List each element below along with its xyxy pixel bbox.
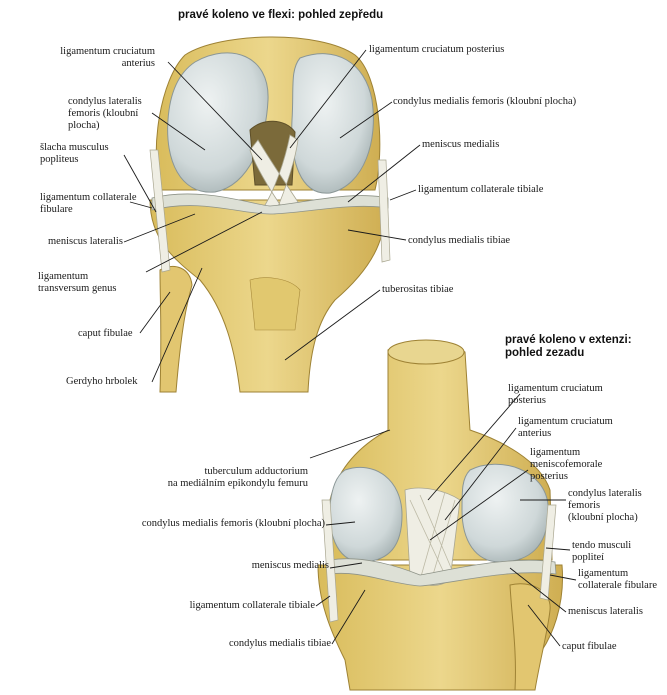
medial-condyle-bottom — [330, 467, 402, 562]
label-lig-collaterale-tibiale-top: ligamentum collaterale tibiale — [418, 184, 543, 196]
label-condylus-lateralis-femoris: condylus lateralis femoris (kloubní ploc… — [68, 96, 142, 132]
label-lig-cruciatum-anterius: ligamentum cruciatum anterius — [60, 46, 155, 70]
label-lig-transversum-genus: ligamentum transversum genus — [38, 271, 116, 295]
label-b-meniscus-lateralis: meniscus lateralis — [568, 606, 643, 618]
tuberosity-area — [250, 278, 300, 330]
label-b-tendo-popliteus: tendo musculi popliteí — [572, 540, 631, 564]
label-b-condylus-lateralis-femoris: condylus lateralis femoris (kloubní ploc… — [568, 488, 642, 524]
label-condylus-medialis-tibiae-top: condylus medialis tibiae — [408, 235, 510, 247]
femur-cut-surface — [388, 340, 464, 364]
label-b-lig-collaterale-tibiale: ligamentum collaterale tibiale — [190, 600, 315, 612]
label-b-meniscus-medialis: meniscus medialis — [252, 560, 329, 572]
label-b-lig-cruciatum-anterius: ligamentum cruciatum anterius — [518, 416, 613, 440]
label-b-condylus-medialis-tibiae: condylus medialis tibiae — [229, 638, 331, 650]
label-meniscus-lateralis: meniscus lateralis — [48, 236, 123, 248]
top-view-title: pravé koleno ve flexi: pohled zepředu — [178, 9, 383, 22]
label-b-lig-collaterale-fibulare: ligamentum collaterale fibulare — [578, 568, 657, 592]
label-lig-cruciatum-posterius: ligamentum cruciatum posterius — [369, 44, 504, 56]
label-b-caput-fibulae: caput fibulae — [562, 641, 617, 653]
label-caput-fibulae-top: caput fibulae — [78, 328, 133, 340]
label-b-tuberculum-adductorium: tuberculum adductorium na mediálním epik… — [168, 466, 308, 490]
top-knee-drawing — [150, 37, 390, 392]
fibula-bottom — [510, 584, 550, 690]
label-gerdyho-hrbolek: Gerdyho hrbolek — [66, 376, 137, 388]
label-lig-collaterale-fibulare: ligamentum collaterale fibulare — [40, 192, 137, 216]
label-b-lig-meniscofemorale: ligamentum meniscofemorale posterius — [530, 447, 602, 483]
label-tuberositas-tibiae: tuberositas tibiae — [382, 284, 453, 296]
label-condylus-medialis-femoris: condylus medialis femoris (kloubní ploch… — [393, 96, 576, 108]
collateral-tibial — [378, 160, 390, 262]
label-slacha-popliteus: šlacha musculus popliteus — [40, 142, 109, 166]
fibula-top — [160, 266, 192, 392]
label-meniscus-medialis-top: meniscus medialis — [422, 139, 499, 151]
label-b-lig-cruciatum-posterius: ligamentum cruciatum posterius — [508, 383, 603, 407]
label-b-condylus-medialis-femoris: condylus medialis femoris (kloubní ploch… — [142, 518, 325, 530]
bottom-view-title: pravé koleno v extenzi: pohled zezadu — [505, 334, 632, 360]
